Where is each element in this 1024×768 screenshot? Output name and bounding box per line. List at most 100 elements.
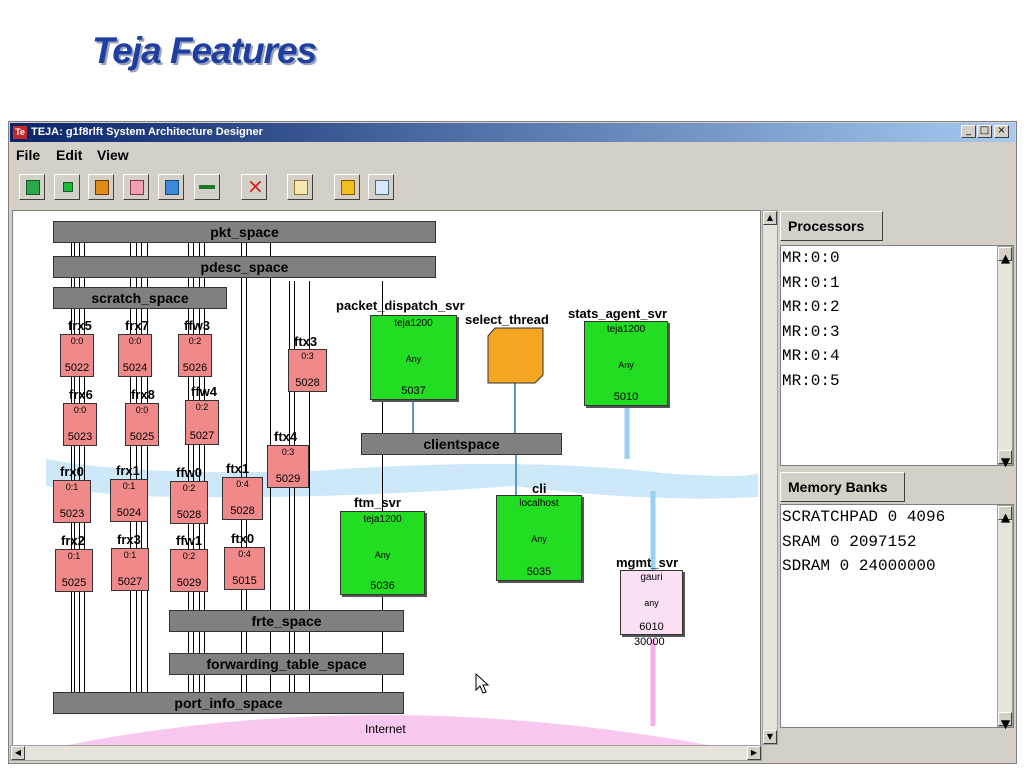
server-label: ftm_svr <box>354 495 401 510</box>
server-host: teja1200 <box>363 514 402 525</box>
server-label: stats_agent_svr <box>568 306 667 321</box>
port-info-space[interactable]: port_info_space <box>53 692 404 714</box>
node-port: 5022 <box>64 362 90 374</box>
node-label: ffw0 <box>176 465 202 480</box>
memory-banks-scrollbar[interactable]: ▲ ▼ <box>997 505 1013 734</box>
internet-label: Internet <box>365 722 406 736</box>
scroll-up-icon[interactable]: ▲ <box>998 506 1012 528</box>
add-network-button[interactable] <box>158 174 184 200</box>
list-item[interactable]: SDRAM 0 24000000 <box>782 557 936 575</box>
list-item[interactable]: MR:0:0 <box>782 249 840 267</box>
server-proc: Any <box>531 534 547 544</box>
memory-banks-tab[interactable]: Memory Banks <box>780 472 905 502</box>
server-host: localhost <box>519 498 559 509</box>
node-thread: 0:2 <box>188 336 202 346</box>
scroll-up-icon[interactable]: ▲ <box>763 211 777 225</box>
node-port: 5025 <box>129 431 155 443</box>
window-titlebar[interactable]: Te TEJA: g1f8rlft System Architecture De… <box>10 123 1015 142</box>
pkt-space[interactable]: pkt_space <box>53 221 436 243</box>
node-port: 5028 <box>295 377 320 389</box>
add-thread-button[interactable] <box>88 174 114 200</box>
list-item[interactable]: SCRATCHPAD 0 4096 <box>782 508 946 526</box>
select-thread-node[interactable] <box>487 327 545 385</box>
add-link-button[interactable] <box>194 174 220 200</box>
server-node-stats-agent-svr[interactable]: teja1200 Any 5010 <box>584 321 668 406</box>
list-item[interactable]: MR:0:2 <box>782 298 840 316</box>
menu-view[interactable]: View <box>97 147 129 163</box>
node-port: 5028 <box>230 505 255 517</box>
list-item[interactable]: MR:0:1 <box>782 273 840 292</box>
pdesc-space[interactable]: pdesc_space <box>53 256 436 278</box>
server-proc: Any <box>405 354 422 364</box>
view-button[interactable] <box>368 174 394 200</box>
clientspace[interactable]: clientspace <box>361 433 562 455</box>
node-thread: 0:1 <box>67 551 81 561</box>
node-thread: 0:4 <box>236 479 249 489</box>
scroll-down-icon[interactable]: ▼ <box>998 712 1012 734</box>
delete-icon: × <box>247 174 264 198</box>
thread-node-ftx1[interactable]: 0:4 5028 <box>222 477 263 520</box>
list-item[interactable]: MR:0:3 <box>782 322 840 341</box>
scroll-left-icon[interactable]: ◀ <box>11 746 25 760</box>
server-proc: Any <box>374 550 391 560</box>
scroll-down-icon[interactable]: ▼ <box>763 730 777 744</box>
server-port: 6010 <box>639 621 664 633</box>
add-processor-button[interactable] <box>19 174 45 200</box>
processors-scrollbar[interactable]: ▲ ▼ <box>997 246 1013 472</box>
node-label: frx1 <box>116 463 140 478</box>
properties-button[interactable] <box>334 174 360 200</box>
node-thread: 0:1 <box>65 482 79 492</box>
node-thread: 0:1 <box>122 481 136 491</box>
node-port: 5029 <box>176 577 202 589</box>
server-node-packet-dispatch-svr[interactable]: teja1200 Any 5037 <box>370 315 457 400</box>
server-node-cli[interactable]: localhost Any 5035 <box>496 495 582 581</box>
scroll-up-icon[interactable]: ▲ <box>998 247 1012 269</box>
host-icon <box>130 180 144 195</box>
node-port: 5028 <box>176 509 202 521</box>
scratch-space[interactable]: scratch_space <box>53 287 227 309</box>
frte-space[interactable]: frte_space <box>169 610 404 632</box>
processor-icon <box>26 180 40 195</box>
scroll-down-icon[interactable]: ▼ <box>998 450 1012 472</box>
server-host: teja1200 <box>606 324 646 335</box>
server-host: teja1200 <box>394 318 433 329</box>
menu-edit[interactable]: Edit <box>56 147 83 163</box>
menu-file[interactable]: File <box>16 147 41 163</box>
add-memory-button[interactable] <box>54 174 80 200</box>
list-item[interactable]: MR:0:5 <box>782 371 840 390</box>
node-thread: 0:3 <box>281 447 295 457</box>
list-item[interactable]: SRAM 0 2097152 <box>782 532 917 551</box>
maximize-button[interactable]: □ <box>977 125 992 138</box>
list-item[interactable]: MR:0:4 <box>782 347 840 365</box>
canvas-horizontal-scrollbar[interactable]: ◀ ▶ <box>10 745 762 761</box>
server-node-ftm-svr[interactable]: teja1200 Any 5036 <box>340 511 425 595</box>
close-button[interactable]: × <box>994 125 1009 138</box>
add-host-button[interactable] <box>123 174 149 200</box>
scroll-right-icon[interactable]: ▶ <box>747 746 761 760</box>
delete-button[interactable]: × <box>241 174 267 200</box>
server-node-mgmt-svr[interactable]: gauri any 6010 <box>620 570 683 635</box>
minimize-button[interactable]: _ <box>961 125 976 138</box>
window-title: TEJA: g1f8rlft System Architecture Desig… <box>31 126 263 138</box>
diagram-canvas[interactable]: pkt_space pdesc_space scratch_space clie… <box>12 210 761 748</box>
node-label: frx2 <box>61 533 85 548</box>
forwarding-table-space[interactable]: forwarding_table_space <box>169 653 404 675</box>
processors-tab[interactable]: Processors <box>780 211 883 241</box>
edit-button[interactable] <box>287 174 313 200</box>
canvas-vertical-scrollbar[interactable]: ▲ ▼ <box>762 210 778 745</box>
